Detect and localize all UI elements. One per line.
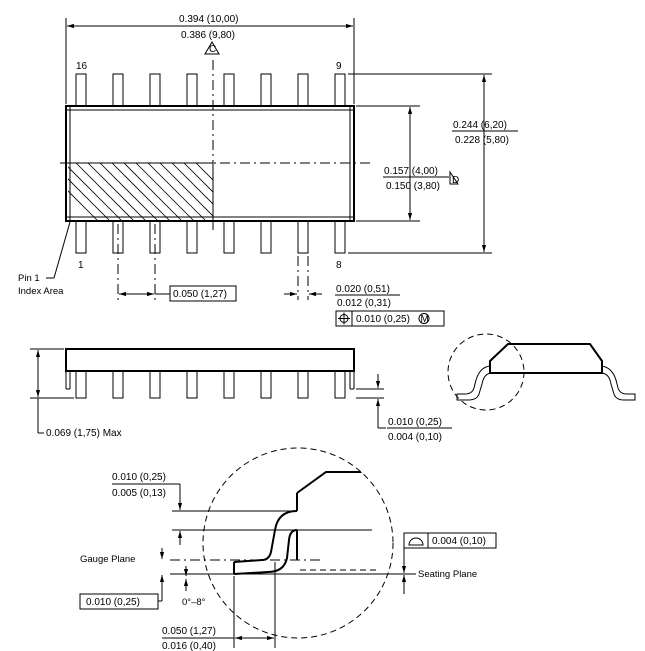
pitch-box (169, 285, 237, 302)
pin1-index-label-1: Pin 1 (18, 273, 40, 284)
gauge-value-box (79, 593, 159, 610)
note-c-letter: C (209, 44, 216, 55)
end-body (489, 343, 603, 374)
pin1-index-hatch (68, 163, 213, 221)
length-max: 0.394 (10,00) (179, 14, 239, 25)
seating-plane-label: Seating Plane (418, 569, 477, 580)
pin9-label: 9 (336, 61, 342, 72)
pin16-label: 16 (76, 61, 88, 72)
position-tolerance-value: 0.010 (0,25) (356, 314, 410, 325)
angle-label: 0°–8° (182, 597, 206, 608)
detail-circle-large (202, 447, 394, 639)
note-d-triangle (449, 170, 459, 185)
height-max: 0.069 (1,75) Max (46, 428, 122, 439)
mmc-letter: M (421, 314, 429, 325)
side-leads (75, 370, 346, 399)
coplanarity-value: 0.004 (0,10) (432, 536, 486, 547)
top-view: 0.394 (10,00) 0.386 (9,80) C 16 9 1 8 0.… (18, 14, 518, 327)
gauge-value: 0.010 (0,25) (86, 597, 140, 608)
position-tolerance-frame (335, 310, 445, 327)
profile-surface-icon (408, 537, 424, 546)
detail-view: 0.010 (0,25) 0.005 (0,13) Gauge Plane Se… (79, 447, 497, 651)
length-min: 0.386 (9,80) (181, 30, 235, 41)
overall-width-min: 0.228 (5,80) (455, 135, 509, 146)
foot-length-min: 0.016 (0,40) (162, 641, 216, 651)
lead-thickness-min: 0.005 (0,13) (112, 488, 166, 499)
lead-thickness-max: 0.010 (0,25) (112, 472, 166, 483)
bottom-leads (75, 220, 346, 254)
pitch-value: 0.050 (1,27) (173, 289, 227, 300)
detail-circle-small (447, 333, 525, 411)
standoff-min: 0.004 (0,10) (388, 432, 442, 443)
top-leads (75, 73, 346, 107)
pin8-label: 8 (336, 260, 342, 271)
note-d-letter: D (452, 175, 459, 186)
pin1-index-label-2: Index Area (18, 286, 64, 297)
gauge-plane-label: Gauge Plane (80, 554, 135, 565)
standoff-max: 0.010 (0,25) (388, 417, 442, 428)
foot-length-max: 0.050 (1,27) (162, 626, 216, 637)
body-width-min: 0.150 (3,80) (386, 181, 440, 192)
side-body (65, 348, 355, 372)
pin1-label: 1 (78, 260, 84, 271)
mmc-symbol-icon (418, 313, 430, 324)
body-width-max: 0.157 (4,00) (384, 166, 438, 177)
lead-width-min: 0.012 (0,31) (337, 298, 391, 309)
lead-width-max: 0.020 (0,51) (336, 284, 390, 295)
note-c-triangle (204, 41, 220, 55)
end-view (447, 333, 636, 411)
coplanarity-frame (403, 532, 497, 549)
side-view: 0.069 (1,75) Max 0.010 (0,25) 0.004 (0,1… (30, 348, 452, 443)
overall-width-max: 0.244 (6,20) (453, 120, 507, 131)
